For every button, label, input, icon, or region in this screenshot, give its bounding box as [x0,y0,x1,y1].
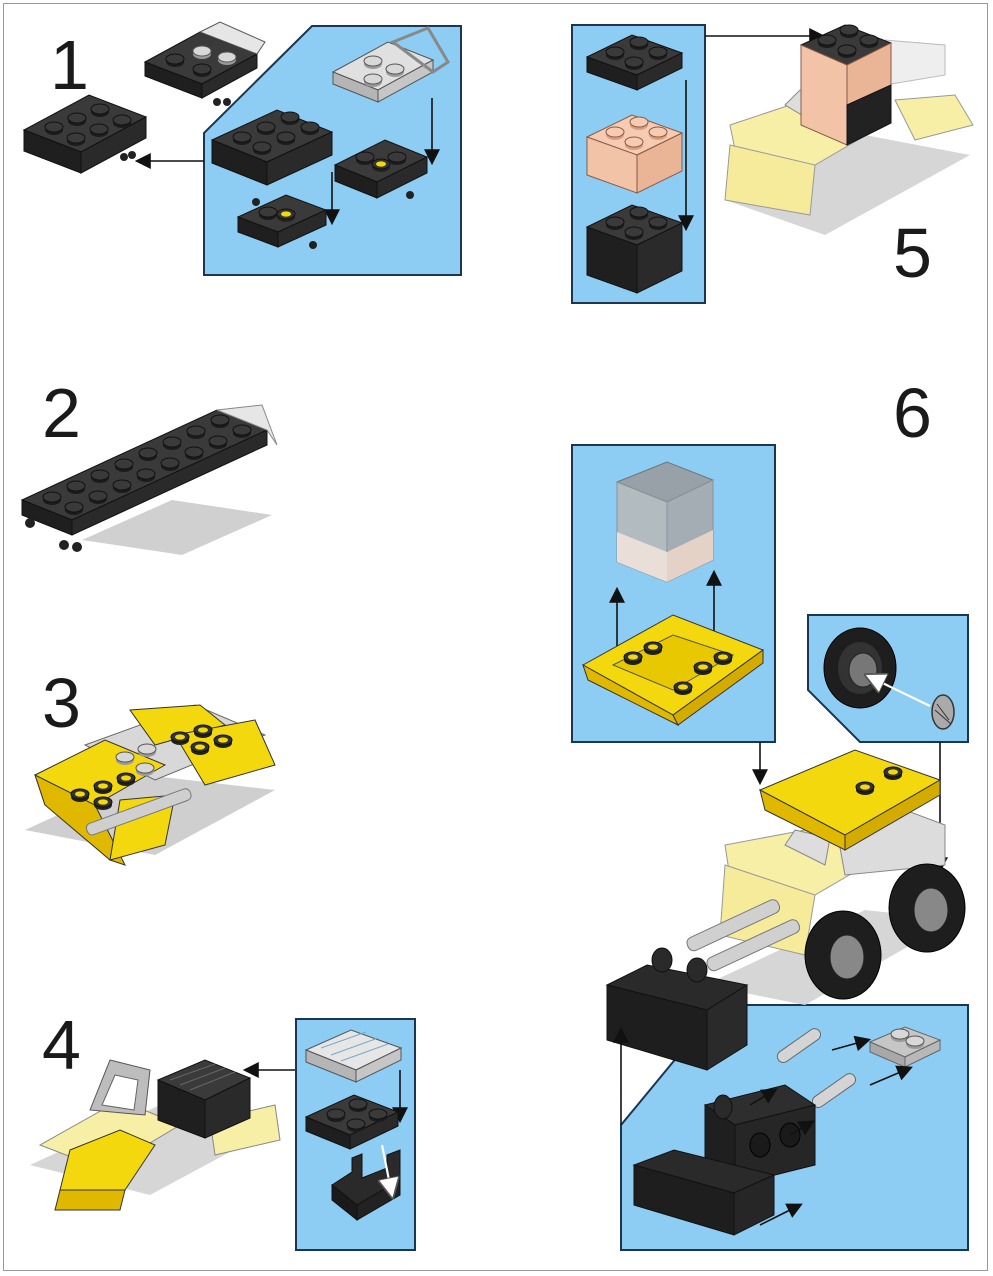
wheel-icon [823,627,897,709]
step-2-assembly [20,404,278,555]
step-3-assembly [25,704,276,866]
step-number-5: 5 [893,214,932,292]
step-5-group [571,24,974,304]
plate-2x3-assembled [22,94,148,174]
step-number-2: 2 [42,374,81,452]
step-number-3: 3 [42,664,81,742]
step-number-1: 1 [50,26,89,104]
page-border [3,3,988,1271]
plate-with-bar-handle [143,21,266,106]
bucket-assembly [605,947,749,1071]
step-number-6: 6 [893,374,932,452]
step-6-group [571,444,969,1251]
step-5-assembly [724,24,974,235]
step-1-group [22,21,462,276]
step-6-assembly [686,749,966,1005]
step-4-assembly [30,1059,281,1211]
step-4-group [30,1018,416,1251]
step-number-4: 4 [42,1006,81,1084]
